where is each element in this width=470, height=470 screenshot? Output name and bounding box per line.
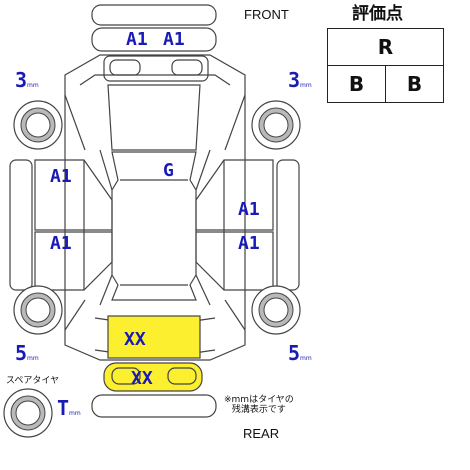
tread-note: ※mmはタイヤの 残溝表示です	[224, 395, 294, 415]
tire-front-right-icon	[251, 100, 301, 150]
front-grille-outline	[103, 55, 209, 82]
roof-code: G	[163, 160, 174, 181]
right-rear-door-outline	[195, 231, 274, 291]
left-front-door-outline	[34, 159, 113, 231]
front-label: FRONT	[244, 7, 289, 22]
interior-grade: B	[385, 65, 444, 103]
left-front-door-code: A1	[50, 166, 72, 187]
rear-bumper-highlight	[103, 362, 203, 392]
tire-front-right-value: 3mm	[288, 68, 312, 92]
tire-rear-right-icon	[251, 285, 301, 335]
tire-rear-left-icon	[13, 285, 63, 335]
roof-outline	[111, 151, 197, 301]
rear-bumper-code: XX	[131, 368, 153, 389]
overall-grade: R	[327, 28, 444, 66]
left-rear-door-outline	[34, 231, 113, 291]
tire-rear-left-value: 5mm	[15, 341, 39, 365]
front-bumper-outline	[91, 4, 217, 26]
tire-rear-right-value: 5mm	[288, 341, 312, 365]
trunk-lid-code: XX	[124, 329, 146, 350]
hood-outline	[107, 84, 201, 151]
spare-tire-label: スペアタイヤ	[6, 376, 60, 386]
front-windshield-outline	[91, 27, 217, 52]
grade-title: 評価点	[352, 4, 403, 24]
trunk-lid-highlight	[107, 315, 201, 359]
tire-spare-value: Tmm	[57, 396, 81, 420]
windshield-left-code: A1	[126, 29, 148, 50]
tire-front-left-icon	[13, 100, 63, 150]
exterior-grade: B	[327, 65, 386, 103]
right-front-door-code: A1	[238, 199, 260, 220]
windshield-right-code: A1	[163, 29, 185, 50]
rear-lower-bumper-outline	[91, 394, 217, 418]
right-rear-door-code: A1	[238, 233, 260, 254]
grade-table: R B B	[327, 28, 444, 103]
tire-front-left-value: 3mm	[15, 68, 39, 92]
right-front-door-outline	[195, 159, 274, 231]
body-outline	[64, 54, 246, 361]
tire-spare-icon	[3, 388, 53, 438]
rear-label: REAR	[243, 426, 280, 441]
left-rear-door-code: A1	[50, 233, 72, 254]
